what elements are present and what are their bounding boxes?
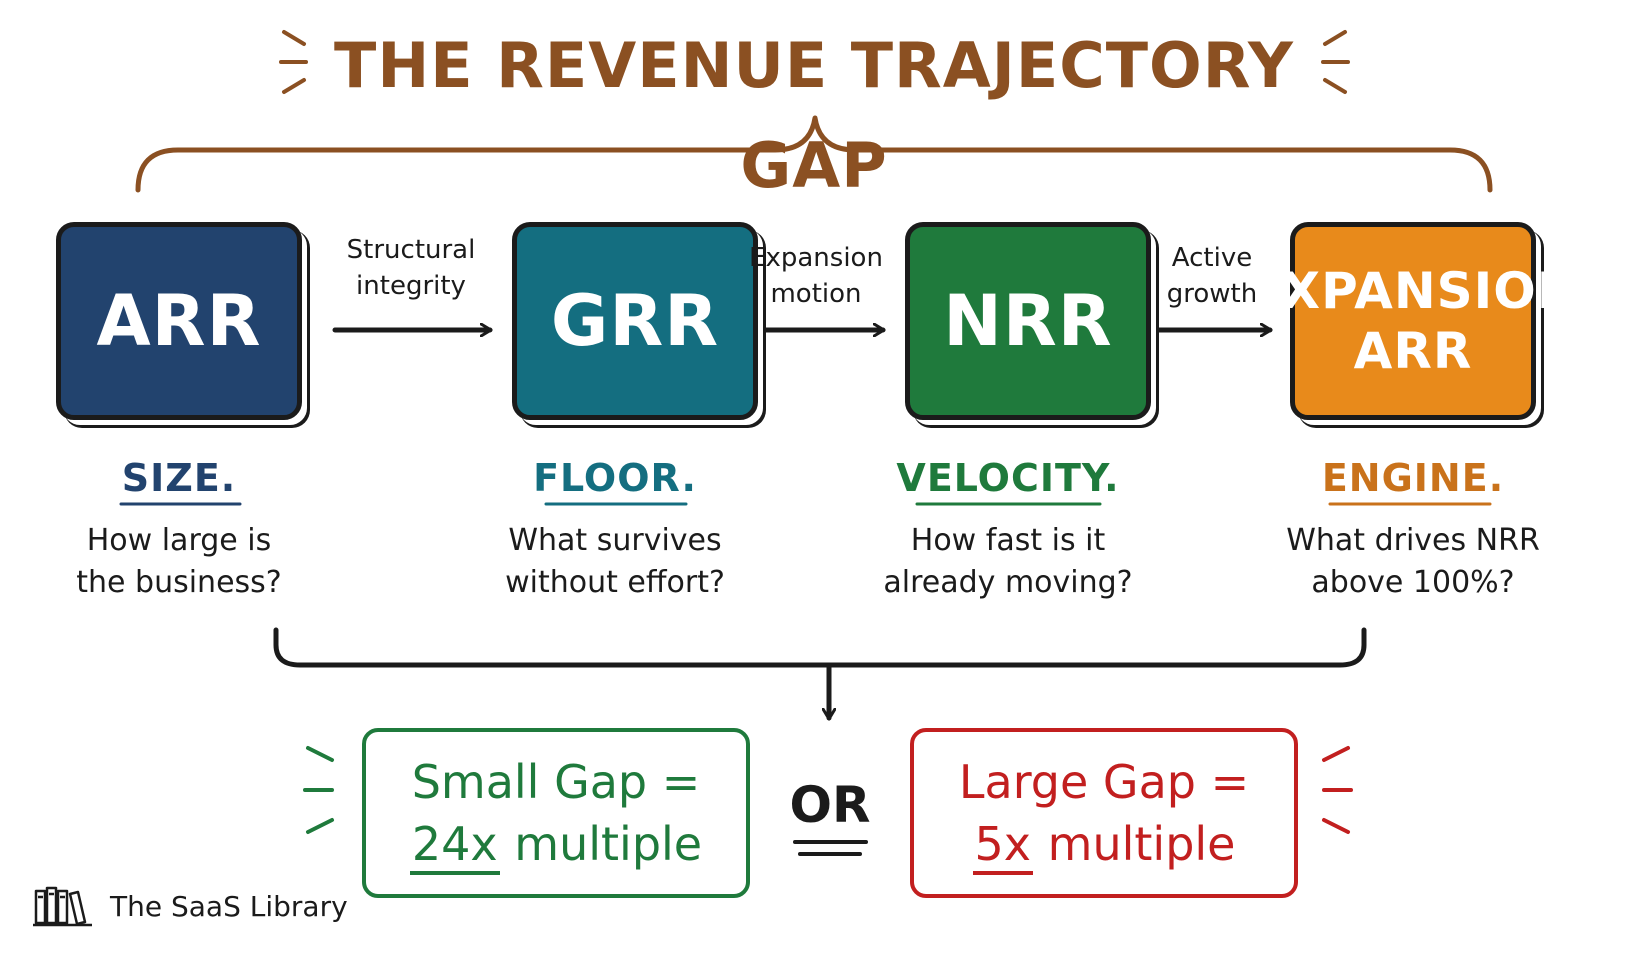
- arrow-label-line: Active: [1171, 243, 1253, 273]
- question-size: How large is the business?: [9, 520, 349, 604]
- question-line: How large is: [86, 523, 272, 558]
- expansion-arr-label-line2: ARR: [1353, 322, 1473, 380]
- page-title: THE REVENUE TRAJECTORY GAP: [334, 29, 1294, 202]
- expansion-arr-box-label: EXPANSION ARR: [1246, 261, 1579, 381]
- arrow-label-line: growth: [1166, 279, 1258, 309]
- large-gap-multiple-label: multiple: [1047, 817, 1236, 871]
- title-accent-right: [1321, 30, 1350, 94]
- small-gap-multiple-value: 24x: [409, 817, 500, 875]
- emphasis-dashes-left: [303, 746, 334, 834]
- question-line: without effort?: [505, 565, 725, 600]
- question-floor: What survives without effort?: [445, 520, 785, 604]
- question-velocity: How fast is it already moving?: [838, 520, 1178, 604]
- keyword-size: SIZE.: [121, 456, 237, 500]
- or-underline: [793, 840, 868, 856]
- arrow-label-line: Structural: [346, 235, 476, 265]
- title-accent-left: [279, 30, 308, 94]
- brand-name: The SaaS Library: [110, 890, 348, 923]
- keyword-floor: FLOOR.: [533, 456, 697, 500]
- top-brace: [135, 115, 1493, 193]
- question-line: How fast is it: [910, 523, 1106, 558]
- nrr-box: NRR: [905, 222, 1151, 420]
- arrow-label-expansion-motion: Expansion motion: [731, 240, 901, 312]
- large-gap-outcome-box: Large Gap = 5x multiple: [910, 728, 1298, 898]
- or-separator: OR: [789, 776, 871, 834]
- nrr-box-label: NRR: [943, 280, 1113, 362]
- arrow-label-line: Expansion: [749, 243, 883, 273]
- grr-box-label: GRR: [550, 280, 720, 362]
- question-line: What survives: [508, 523, 722, 558]
- arr-box-label: ARR: [96, 280, 262, 362]
- expansion-arr-label-line1: EXPANSION: [1246, 262, 1580, 320]
- large-gap-multiple-value: 5x: [972, 817, 1034, 875]
- arrow-label-structural-integrity: Structural integrity: [326, 232, 496, 304]
- small-gap-line2: 24x multiple: [409, 813, 703, 875]
- expansion-arr-box: EXPANSION ARR: [1246, 222, 1579, 420]
- small-gap-multiple-label: multiple: [514, 817, 703, 871]
- question-line: above 100%?: [1311, 565, 1515, 600]
- keyword-velocity: VELOCITY.: [896, 456, 1120, 500]
- question-line: the business?: [76, 565, 282, 600]
- arrow-label-line: integrity: [356, 271, 466, 301]
- emphasis-dashes-right: [1322, 746, 1353, 834]
- question-line: What drives NRR: [1286, 523, 1540, 558]
- grr-box: GRR: [512, 222, 758, 420]
- brand-footer: The SaaS Library: [32, 885, 348, 929]
- library-books-icon: [33, 886, 92, 927]
- question-engine: What drives NRR above 100%?: [1243, 520, 1583, 604]
- large-gap-line1: Large Gap =: [958, 755, 1250, 809]
- small-gap-outcome-box: Small Gap = 24x multiple: [362, 728, 750, 898]
- arr-box: ARR: [56, 222, 302, 420]
- bottom-bracket: [273, 627, 1367, 668]
- question-line: already moving?: [883, 565, 1133, 600]
- small-gap-line1: Small Gap =: [411, 755, 701, 809]
- large-gap-line2: 5x multiple: [972, 813, 1236, 875]
- arrow-label-line: motion: [770, 279, 862, 309]
- keyword-engine: ENGINE.: [1321, 456, 1505, 500]
- arrow-label-active-growth: Active growth: [1127, 240, 1297, 312]
